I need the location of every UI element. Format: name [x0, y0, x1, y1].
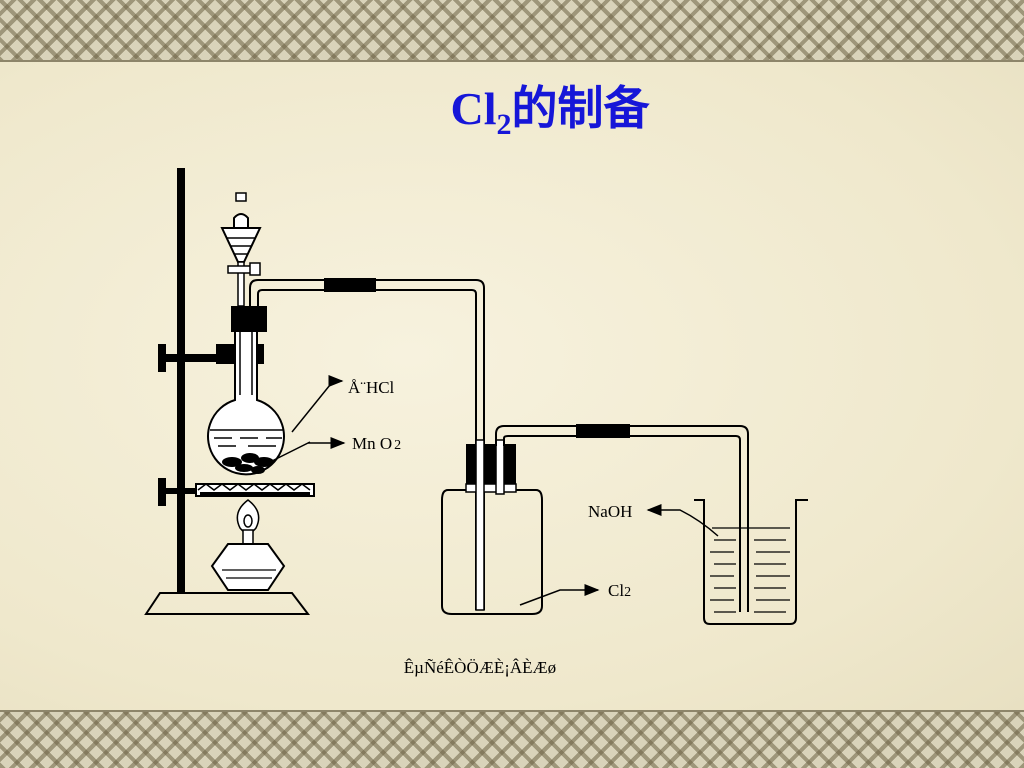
mno2-leader-line	[269, 441, 311, 463]
title-formula: Cl	[450, 83, 497, 134]
title-chinese: 的制备	[511, 81, 650, 135]
burner-flame	[236, 499, 260, 534]
delivery-tube-2	[495, 424, 749, 612]
cl2-label-main: Cl	[608, 581, 624, 600]
slide-title: Cl2的制备	[0, 78, 1024, 155]
top-border-edge	[0, 60, 1024, 63]
cl2-arrow	[519, 584, 600, 606]
round-bottom-flask	[207, 306, 285, 476]
diagram-caption: ÊµÑéÊÒÖÆÈ¡ÂÈÆø	[403, 658, 557, 677]
iron-stand	[144, 168, 311, 615]
naoh-arrow	[646, 504, 719, 537]
hcl-label: Å¨HCl	[348, 378, 395, 397]
gas-collection-bottle	[441, 439, 543, 615]
title-subscript: 2	[496, 108, 512, 141]
naoh-label: NaOH	[588, 502, 632, 521]
cl2-label-sub: 2	[624, 585, 631, 600]
hcl-leader-line	[291, 379, 335, 433]
delivery-tube-1	[249, 278, 485, 610]
bottom-border-edge	[0, 710, 1024, 713]
wire-gauze	[195, 483, 315, 497]
cl2-label: Cl2	[608, 581, 631, 600]
naoh-beaker	[694, 499, 808, 625]
top-decorative-border	[0, 0, 1024, 62]
mno2-label-main: Mn O	[352, 434, 392, 453]
slide-background	[0, 62, 1024, 712]
bottom-decorative-border	[0, 712, 1024, 768]
separatory-funnel	[220, 192, 262, 307]
alcohol-lamp	[210, 529, 286, 591]
mno2-label-sub: 2	[394, 438, 401, 453]
flask-stopper	[231, 306, 267, 332]
